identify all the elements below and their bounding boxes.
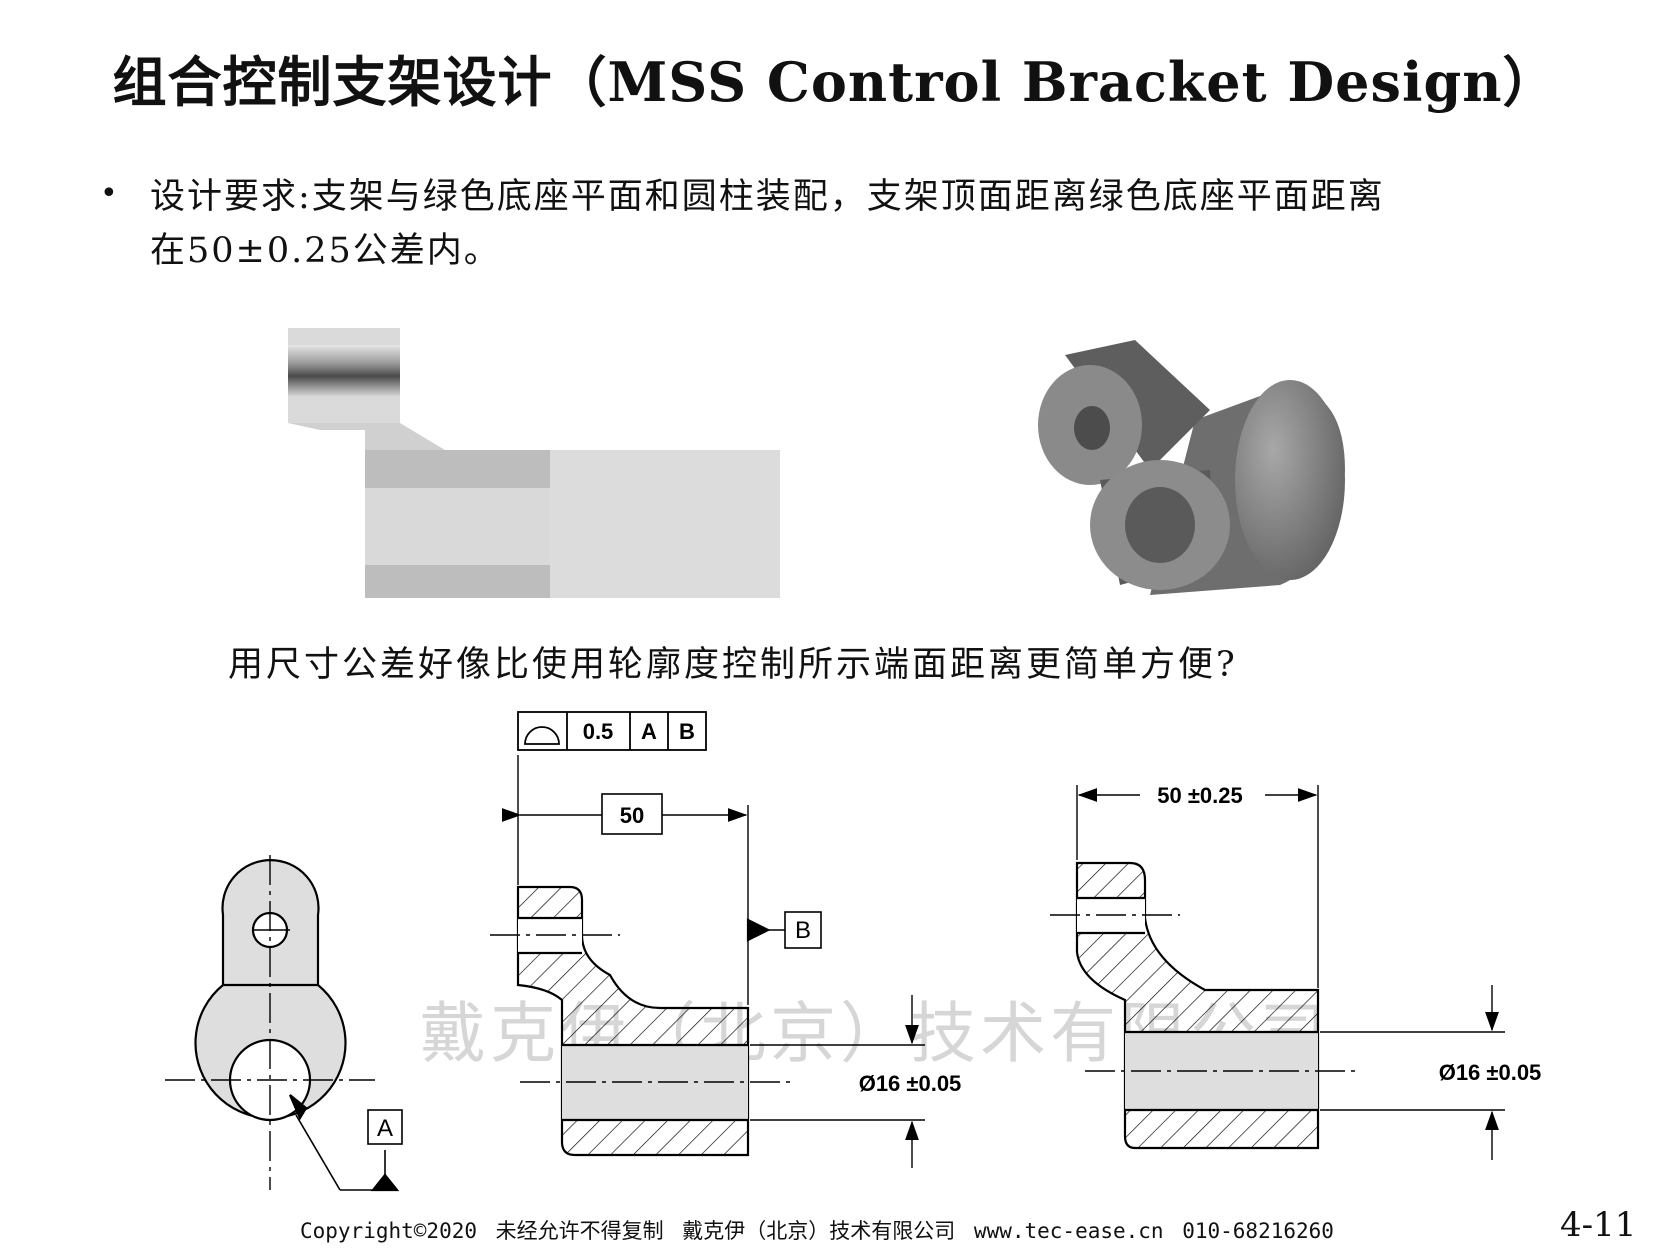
isometric-3d-part (1038, 340, 1345, 595)
page-title: 组合控制支架设计（MSS Control Bracket Design） (112, 50, 1558, 114)
page-number: 4-11 (1560, 1205, 1637, 1245)
datum-a-label: A (377, 1115, 393, 1142)
right-section-view (1050, 785, 1505, 1160)
basic-dimension-50: 50 (620, 803, 644, 828)
fcf-datum-a: A (641, 719, 657, 744)
end-view (165, 855, 403, 1192)
question-text: 用尺寸公差好像比使用轮廓度控制所示端面距离更简单方便? (228, 645, 1238, 685)
requirement-line-1: 设计要求:支架与绿色底座平面和圆柱装配，支架顶面距离绿色底座平面距离 (150, 177, 1385, 217)
requirement-line-2: 在50±0.25公差内。 (150, 231, 501, 271)
diameter-dimension-middle: Ø16 ±0.05 (859, 1071, 962, 1096)
datum-b-label: B (795, 917, 811, 944)
bullet-point-icon: • (100, 176, 118, 211)
fcf-tolerance-value: 0.5 (583, 719, 614, 744)
fcf-datum-b: B (679, 719, 695, 744)
footer-copyright: Copyright©2020 未经允许不得复制 戴克伊（北京）技术有限公司 ww… (300, 1219, 1334, 1243)
diameter-dimension-right: Ø16 ±0.05 (1439, 1060, 1542, 1085)
shaded-side-view (288, 328, 780, 598)
dimension-50-tolerance: 50 ±0.25 (1157, 783, 1242, 808)
middle-section-view (490, 711, 925, 1168)
